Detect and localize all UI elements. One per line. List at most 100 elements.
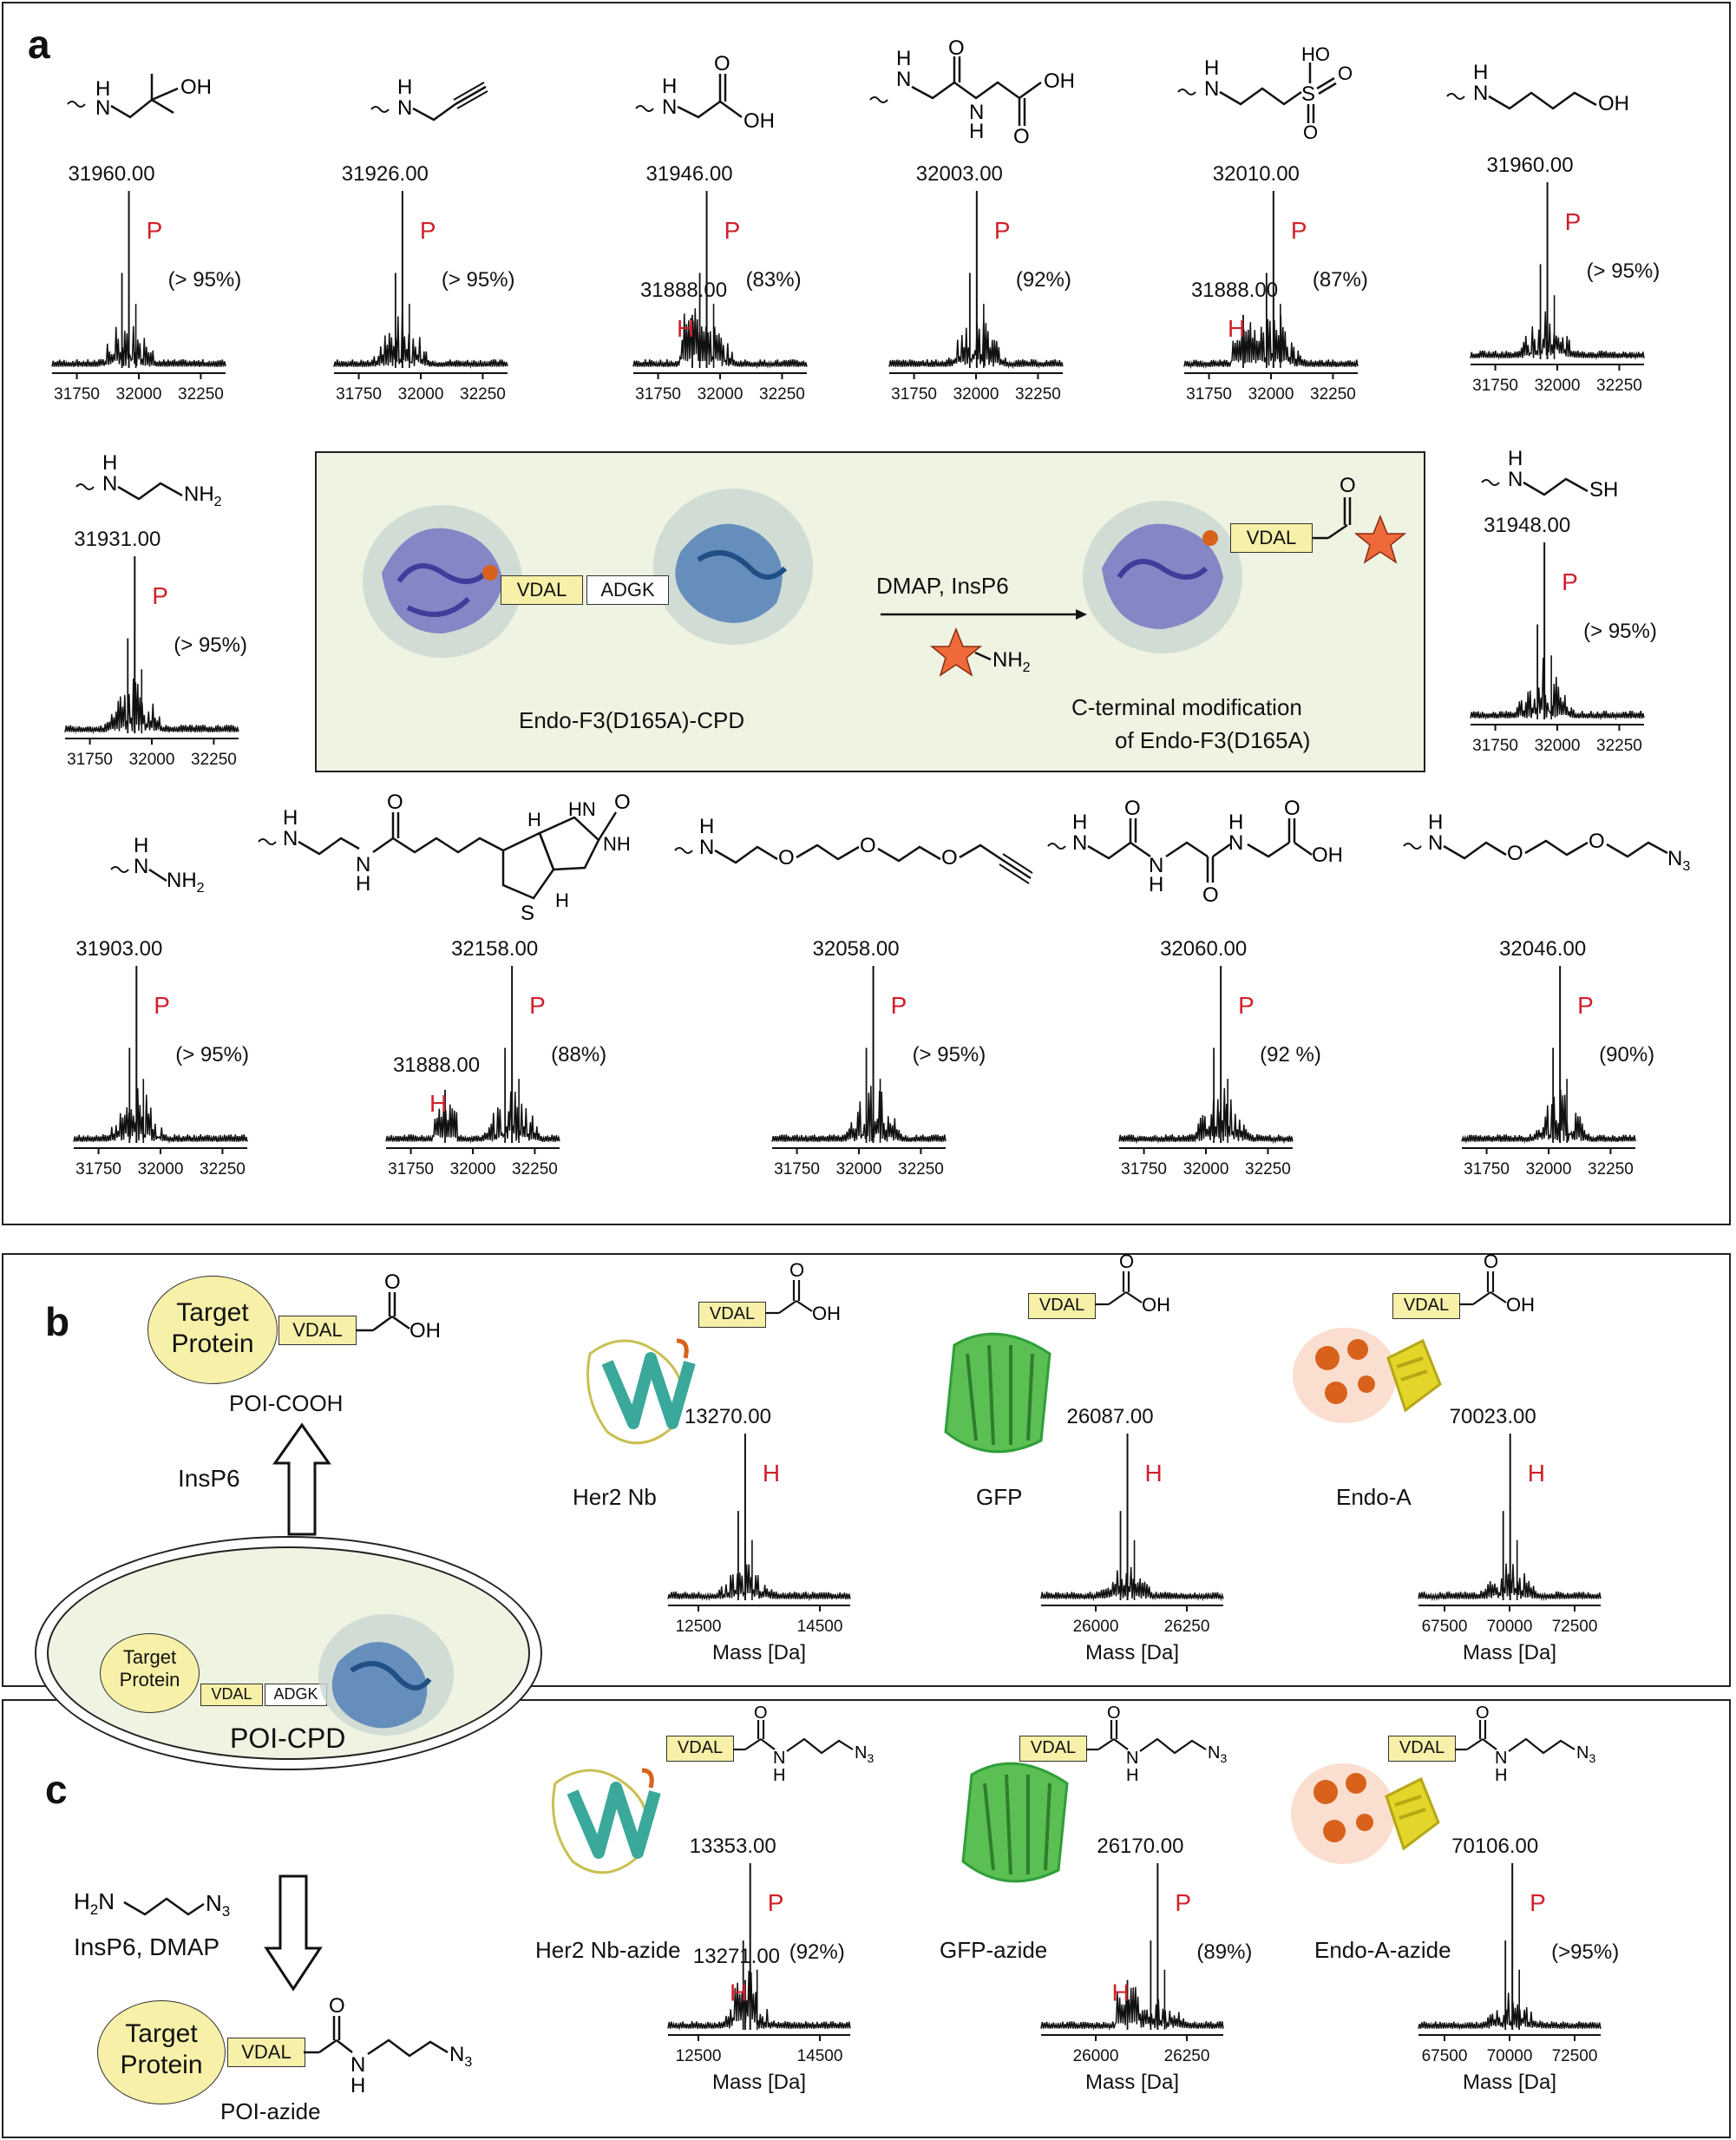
- svg-text:H: H: [527, 809, 541, 830]
- svg-text:H: H: [397, 75, 412, 99]
- svg-text:H: H: [699, 815, 714, 838]
- vdal-box-c1: VDAL: [666, 1736, 734, 1762]
- insp6-dmap-label: InsP6, DMAP: [74, 1933, 220, 1960]
- molecule-3: HN O OH: [635, 52, 775, 133]
- vdal-box-right: VDAL: [1230, 523, 1313, 553]
- peak-marker: P: [724, 217, 741, 244]
- down-arrow: [264, 1874, 323, 1992]
- x-tick-label: 32250: [898, 1160, 944, 1178]
- x-tick-label: 31750: [1472, 377, 1518, 395]
- right-caption-2: of Endo-F3(D165A): [1115, 727, 1311, 753]
- protein-label-b3: Endo-A: [1336, 1484, 1412, 1510]
- svg-text:H: H: [283, 806, 298, 830]
- x-tick-label: 31750: [388, 1160, 434, 1178]
- peak-label: 32010.00: [1213, 162, 1300, 186]
- vdal-box-b3: VDAL: [1392, 1293, 1460, 1319]
- svg-text:OH: OH: [180, 75, 212, 99]
- x-tick-label: 31750: [891, 385, 937, 404]
- svg-text:N: N: [1495, 1749, 1507, 1768]
- second-marker: H: [730, 1979, 747, 2005]
- x-tick-label: 70000: [1487, 1618, 1533, 1636]
- peak-marker: P: [152, 582, 168, 609]
- svg-text:H: H: [1149, 873, 1163, 896]
- spectrum-trace: [385, 1091, 560, 1145]
- svg-text:H: H: [1508, 447, 1523, 470]
- gfp-structure-b: [944, 1332, 1051, 1454]
- peak-label: 31960.00: [1487, 154, 1574, 177]
- target-c-line2: Protein: [120, 2051, 203, 2079]
- spectrum-trace: [333, 310, 508, 370]
- spectrum-trace: [632, 308, 808, 370]
- svg-text:H: H: [773, 1766, 785, 1785]
- svg-text:O: O: [948, 36, 965, 60]
- svg-text:OH: OH: [1506, 1294, 1535, 1316]
- peak-marker: P: [1238, 992, 1255, 1019]
- svg-text:N3: N3: [449, 2043, 472, 2070]
- peak-marker: P: [1291, 217, 1307, 244]
- svg-text:O: O: [1476, 1703, 1490, 1723]
- svg-text:N: N: [662, 95, 677, 119]
- svg-text:NH: NH: [603, 833, 631, 855]
- endo-a-structure-c: [1291, 1763, 1440, 1864]
- svg-text:OH: OH: [1598, 92, 1629, 115]
- peak-label: 31948.00: [1484, 514, 1570, 537]
- spectrum-trace: [1040, 1566, 1224, 1602]
- svg-text:O: O: [1107, 1703, 1121, 1723]
- svg-text:H: H: [350, 2074, 365, 2097]
- yield-percent: (> 95%): [913, 1043, 986, 1067]
- target-cpd-line1: Target: [122, 1646, 177, 1668]
- svg-text:H: H: [1072, 811, 1087, 834]
- x-axis-label: Mass [Da]: [712, 2071, 806, 2094]
- svg-text:O: O: [789, 1259, 804, 1281]
- spectrum-trace: [1040, 1986, 1224, 2032]
- x-tick-label: 32000: [116, 385, 162, 404]
- peak-label: 32046.00: [1499, 937, 1586, 961]
- x-tick-label: 32000: [1248, 385, 1294, 404]
- adgk-box-cpd: ADGK: [265, 1684, 327, 1706]
- x-tick-label: 32000: [129, 751, 175, 769]
- x-axis-label: Mass [Da]: [1085, 2071, 1179, 2094]
- svg-text:NH2: NH2: [167, 869, 205, 896]
- x-tick-label: 32000: [1535, 737, 1581, 755]
- svg-text:O: O: [1484, 1251, 1498, 1272]
- yield-percent: (88%): [551, 1043, 606, 1067]
- svg-text:N: N: [1508, 468, 1523, 491]
- x-tick-label: 32250: [1310, 385, 1356, 404]
- svg-text:H: H: [1428, 811, 1443, 834]
- svg-text:O: O: [1013, 125, 1030, 148]
- peak-marker: H: [763, 1460, 780, 1487]
- peak-marker: P: [768, 1889, 784, 1916]
- molecule-4: HN O NH O OH: [869, 36, 1075, 148]
- svg-text:N: N: [102, 472, 117, 496]
- svg-text:O: O: [614, 791, 631, 814]
- vdal-box-cpd: VDAL: [200, 1684, 263, 1706]
- x-axis-label: Mass [Da]: [1085, 1641, 1179, 1664]
- second-marker: H: [1228, 315, 1245, 342]
- spectrum-trace: [1461, 1089, 1636, 1145]
- peak-marker: H: [1145, 1460, 1163, 1487]
- svg-text:H: H: [555, 889, 569, 911]
- peak-label: 70023.00: [1450, 1405, 1536, 1428]
- yield-percent: (92%): [789, 1940, 845, 1964]
- x-tick-label: 32000: [398, 385, 444, 404]
- x-axis-label: Mass [Da]: [712, 1641, 806, 1664]
- yield-percent: (> 95%): [175, 1043, 249, 1067]
- spectrum-trace: [1418, 1992, 1602, 2031]
- azide-c1: O NH N3: [733, 1703, 874, 1785]
- peak-label: 13353.00: [690, 1835, 776, 1858]
- x-tick-label: 26000: [1073, 1618, 1119, 1636]
- x-tick-label: 72500: [1552, 2047, 1598, 2065]
- vdal-box-b2: VDAL: [1028, 1293, 1096, 1319]
- x-tick-label: 26000: [1073, 2047, 1119, 2065]
- svg-text:O: O: [384, 1270, 401, 1294]
- peak-marker: P: [1530, 1889, 1546, 1916]
- peak-marker: P: [154, 992, 170, 1019]
- peak-label: 32003.00: [916, 162, 1003, 186]
- vdal-box-c2: VDAL: [1019, 1736, 1087, 1762]
